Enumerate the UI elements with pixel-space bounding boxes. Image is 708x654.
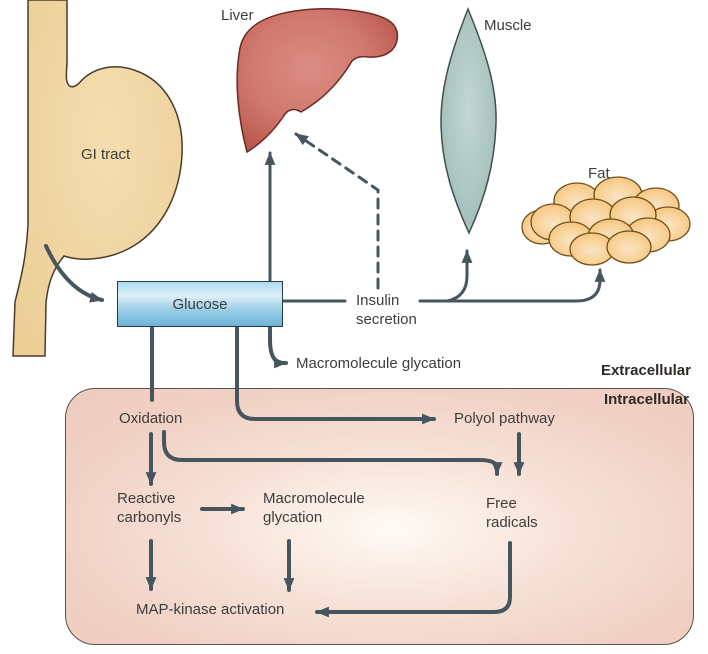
- arrow-oxidation-to-free-radicals: [162, 430, 503, 476]
- intracellular-label: Intracellular: [603, 391, 689, 408]
- arrow-gi-to-glucose: [44, 244, 104, 303]
- reactive-carbonyls-line1: Reactive: [117, 490, 176, 507]
- macromolecule-glycation-extracellular-label: Macromolecule glycation: [296, 355, 462, 372]
- arrow-insulin-to-fat: [418, 268, 606, 303]
- insulin-secretion-line1: Insulin: [356, 292, 400, 309]
- polyol-pathway-label: Polyol pathway: [454, 410, 555, 427]
- insulin-secretion-label: Insulin secretion: [356, 291, 417, 329]
- free-radicals-line2: radicals: [486, 514, 538, 531]
- glucose-label: Glucose: [172, 295, 228, 313]
- liver-label: Liver: [221, 7, 254, 24]
- arrow-insulin-to-muscle: [445, 249, 473, 303]
- free-radicals-line1: Free: [486, 495, 517, 512]
- arrow-glucose-to-polyol: [235, 325, 436, 425]
- oxidation-label: Oxidation: [119, 410, 183, 427]
- glucose-node: Glucose: [117, 281, 283, 327]
- intracellular-region-box: [65, 388, 694, 645]
- gi-tract-label: GI tract: [81, 146, 131, 163]
- macromolecule-glycation-intracellular-label: Macromolecule glycation: [263, 489, 365, 527]
- extracellular-label: Extracellular: [600, 362, 691, 379]
- free-radicals-label: Free radicals: [486, 494, 538, 532]
- muscle-label: Muscle: [484, 17, 532, 34]
- arrow-free-radicals-to-map-kinase: [315, 541, 512, 618]
- macromolecule-glycation-intracellular-line1: Macromolecule: [263, 490, 365, 507]
- fat-cluster-shape: [521, 176, 691, 266]
- arrow-insulin-to-liver-dashed: [294, 132, 380, 290]
- gi-tract-shape: [12, 0, 183, 357]
- fat-label: Fat: [588, 165, 610, 182]
- insulin-secretion-line2: secretion: [356, 311, 417, 328]
- arrow-glucose-to-macromolecule-glycation: [268, 325, 288, 369]
- liver-shape: [236, 8, 399, 154]
- reactive-carbonyls-label: Reactive carbonyls: [117, 489, 181, 527]
- reactive-carbonyls-line2: carbonyls: [117, 509, 182, 526]
- macromolecule-glycation-intracellular-line2: glycation: [263, 509, 323, 526]
- map-kinase-activation-label: MAP-kinase activation: [136, 601, 285, 618]
- muscle-shape: [440, 6, 497, 235]
